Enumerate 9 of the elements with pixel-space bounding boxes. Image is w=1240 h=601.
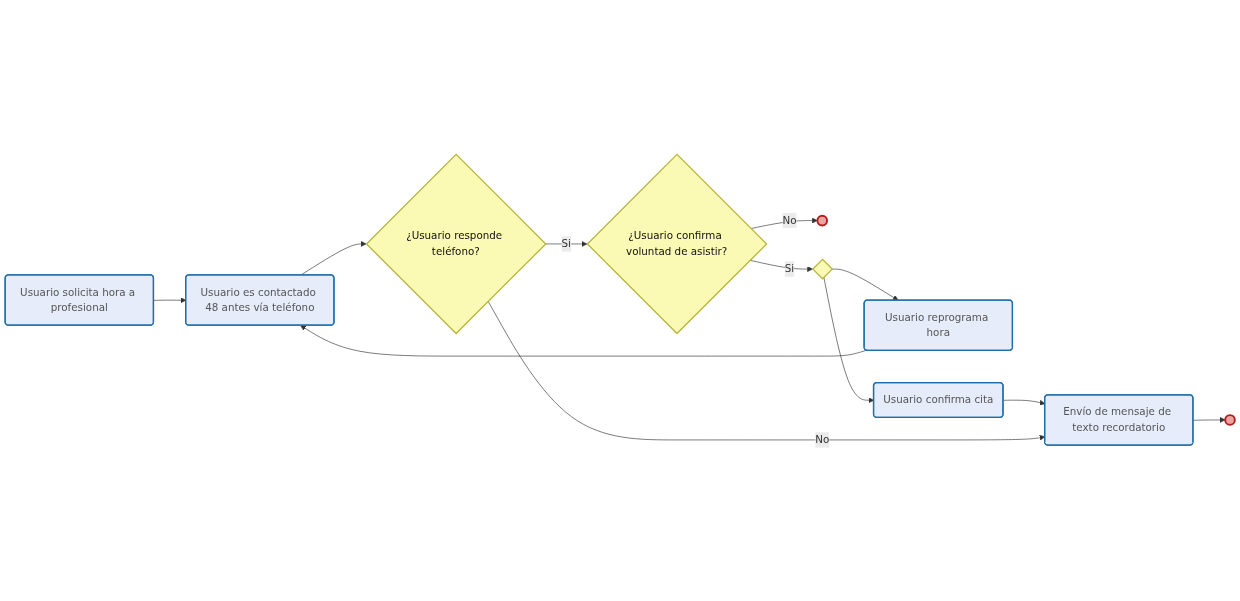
- edge-label: No: [815, 432, 830, 446]
- edge-label: Si: [784, 262, 795, 275]
- node-circle: [1224, 413, 1236, 426]
- node-circle: [816, 214, 829, 226]
- node-diamond: [811, 258, 834, 280]
- node-diamond: ¿Usuario confirma voluntad de asistir?: [586, 152, 768, 334]
- node-diamond: ¿Usuario responde teléfono?: [365, 152, 547, 334]
- edge-label: No: [782, 213, 797, 226]
- edge-label: Si: [561, 237, 571, 250]
